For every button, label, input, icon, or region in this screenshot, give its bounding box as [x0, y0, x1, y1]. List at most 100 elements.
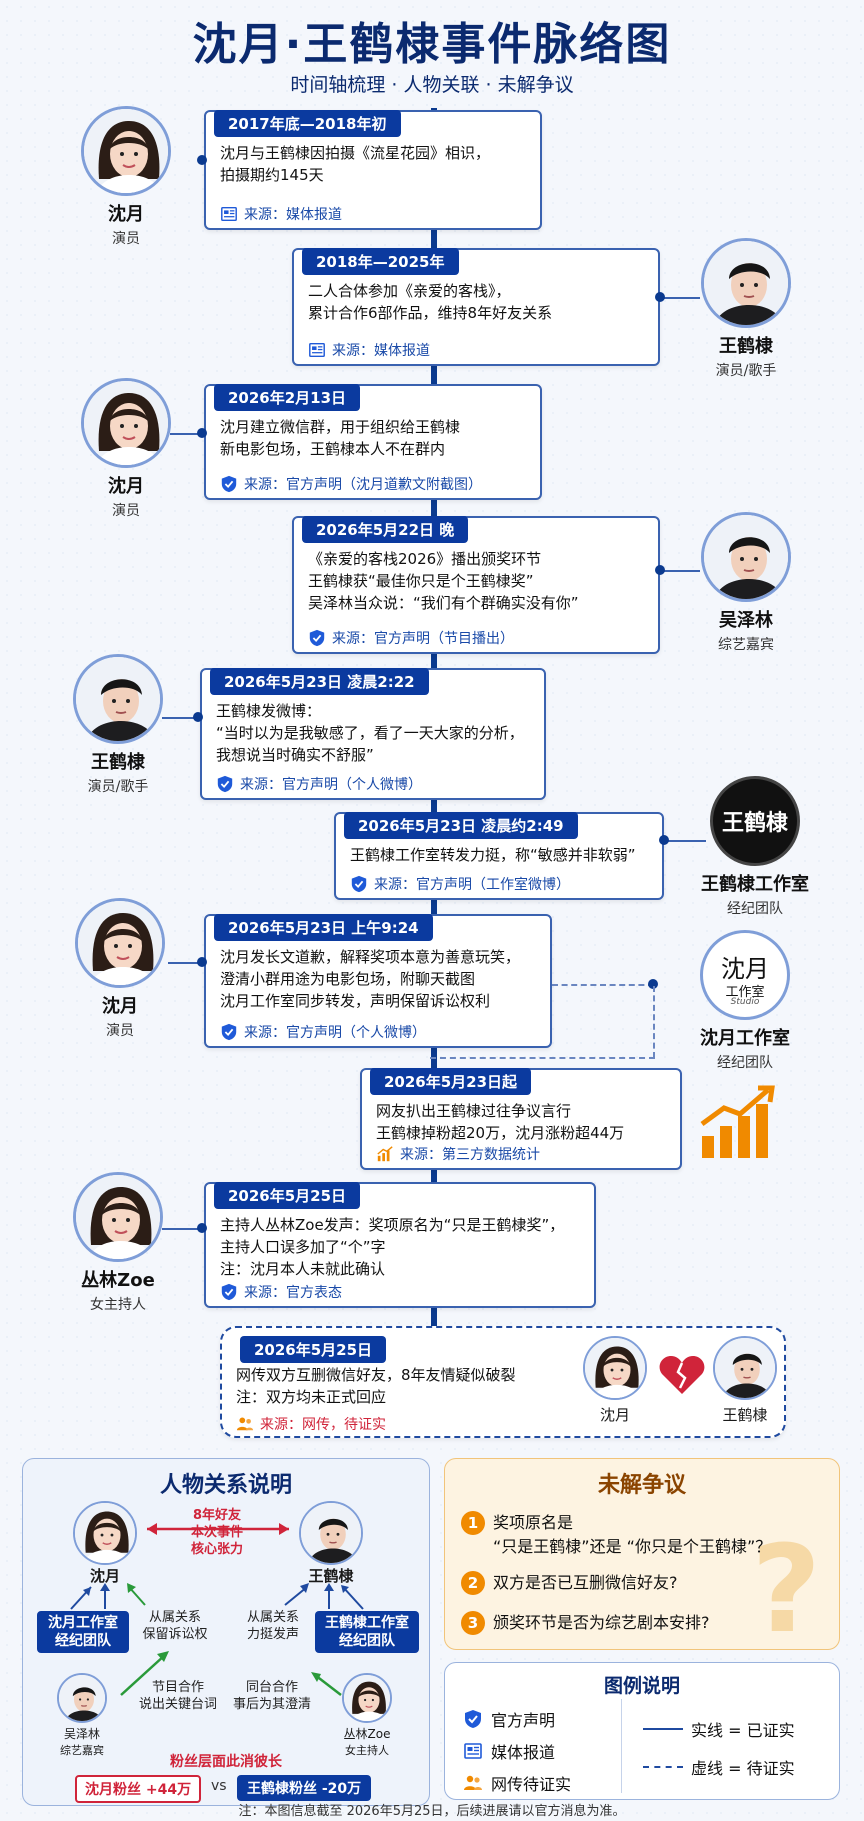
avatar [75, 898, 165, 988]
relations-title: 人物关系说明 [159, 1473, 292, 1498]
fans-gain-badge: 沈月粉丝 +44万 [75, 1775, 202, 1803]
broken-heart-icon [659, 1356, 705, 1394]
shield-check-icon [220, 1283, 238, 1301]
person-shenyue: 沈月 演员 [66, 378, 186, 520]
newspaper-icon [220, 205, 238, 223]
person-name: 丛林Zoe [81, 1270, 155, 1291]
mini-person-wanghedi: 王鹤棣 [710, 1336, 780, 1425]
connector-dot [197, 428, 207, 438]
page-title: 沈月·王鹤棣事件脉络图 [192, 19, 672, 70]
studio-logo: 王鹤棣 [710, 776, 800, 866]
shield-check-icon [216, 775, 234, 793]
event-source: 来源：官方声明（个人微博） [216, 774, 422, 794]
person-name: 沈月 [108, 476, 144, 497]
event-source: 来源：媒体报道 [220, 204, 342, 224]
person-wanghedi: 王鹤棣 演员/歌手 [58, 654, 178, 796]
connector-dot [197, 1223, 207, 1233]
bar-chart-icon [376, 1145, 394, 1163]
event-source: 来源：第三方数据统计 [376, 1144, 540, 1164]
event-date: 2026年5月23日起 [370, 1068, 532, 1095]
person-role: 演员 [106, 1023, 134, 1039]
event-date: 2026年5月22日 晚 [302, 516, 469, 543]
event-date: 2018年—2025年 [302, 248, 459, 275]
legend-title: 图例说明 [603, 1675, 680, 1697]
event-text: 王鹤棣发微博： “当时以为是我敏感了，看了一天大家的分析， 我想说当时确实不舒服… [216, 702, 524, 764]
event-source: 来源：官方表态 [220, 1282, 342, 1302]
event-card-5: 2026年5月23日 凌晨2:22 王鹤棣发微博： “当时以为是我敏感了，看了一… [200, 668, 546, 800]
event-card-9: 2026年5月25日 主持人丛林Zoe发声：奖项原名为“只是王鹤棣奖”， 主持人… [204, 1182, 596, 1308]
connector-line [170, 433, 204, 435]
person-conglin: 丛林Zoe 女主持人 [58, 1172, 178, 1314]
connector-dot [197, 155, 207, 165]
dashed-line-sample [643, 1766, 683, 1768]
person-role: 女主持人 [345, 1744, 389, 1757]
person-whd-studio: 王鹤棣 王鹤棣工作室 经纪团队 [690, 776, 820, 918]
connector-line [162, 717, 200, 719]
event-source: 来源：网传，待证实 [236, 1414, 386, 1434]
person-role: 演员 [112, 503, 140, 519]
disputes-title: 未解争议 [597, 1473, 686, 1498]
shield-check-icon [220, 1023, 238, 1041]
event-date: 2026年5月23日 凌晨2:22 [210, 668, 429, 695]
avatar [81, 378, 171, 468]
avatar [583, 1336, 647, 1400]
people-icon [463, 1773, 483, 1793]
event-text: 沈月建立微信群，用于组织给王鹤棣 新电影包场，王鹤棣本人不在群内 [220, 418, 461, 458]
relations-panel: 人物关系说明 沈月 王鹤棣 8年好友 本次事件 核心张力 沈月工作室 经纪团队 … [22, 1458, 430, 1806]
connector-line [660, 297, 700, 299]
legend-dashed: 虚线 = 待证实 [643, 1755, 795, 1779]
person-role: 综艺嘉宾 [718, 637, 774, 653]
event-card-4: 2026年5月22日 晚 《亲爱的客栈2026》播出颁奖环节 王鹤棣获“最佳你只… [292, 516, 660, 654]
people-icon [236, 1415, 254, 1433]
person-role: 女主持人 [90, 1297, 146, 1313]
event-card-1: 2017年底—2018年初 沈月与王鹤棣因拍摄《流星花园》相识， 拍摄期约145… [204, 110, 542, 230]
connector-dot [193, 712, 203, 722]
person-name: 沈月 [102, 996, 138, 1017]
mini-person-shenyue: 沈月 [580, 1336, 650, 1425]
rel-person-shenyue: 沈月 [69, 1501, 141, 1586]
person-name: 王鹤棣 [719, 336, 773, 357]
legend-solid: 实线 = 已证实 [643, 1717, 795, 1741]
connector-dashed [552, 984, 654, 986]
sy-studio-box: 沈月工作室 经纪团队 [37, 1611, 129, 1653]
connector-dashed [430, 1057, 655, 1059]
newspaper-icon [463, 1741, 483, 1761]
rel-person-wanghedi: 王鹤棣 [291, 1501, 371, 1586]
event-source: 来源：官方声明（个人微博） [220, 1022, 426, 1042]
event-text: 王鹤棣工作室转发力挺，称“敏感并非软弱” [350, 846, 636, 864]
avatar [73, 1172, 163, 1262]
event-date: 2017年底—2018年初 [214, 110, 401, 137]
connector-line [162, 1228, 204, 1230]
event-text: 沈月与王鹤棣因拍摄《流星花园》相识， 拍摄期约145天 [220, 144, 491, 184]
person-name: 王鹤棣工作室 [701, 874, 809, 895]
legend-rumor: 网传待证实 [463, 1771, 571, 1795]
shield-check-icon [220, 475, 238, 493]
person-role: 综艺嘉宾 [60, 1744, 104, 1757]
fans-title: 粉丝层面此消彼长 [170, 1754, 282, 1770]
connector-dot [197, 957, 207, 967]
person-shenyue: 沈月 演员 [66, 106, 186, 248]
event-card-2: 2018年—2025年 二人合体参加《亲爱的客栈》， 累计合作6部作品，维持8年… [292, 248, 660, 366]
person-role: 经纪团队 [727, 901, 783, 917]
person-name: 吴泽林 [63, 1727, 100, 1741]
connector-dot [648, 979, 658, 989]
avatar [81, 106, 171, 196]
event-source: 来源：官方声明（沈月道歉文附截图） [220, 474, 482, 494]
shield-check-icon [308, 629, 326, 647]
event-date: 2026年5月25日 [240, 1336, 387, 1363]
person-name: 丛林Zoe [343, 1727, 391, 1741]
double-arrow [147, 1523, 289, 1535]
avatar [299, 1501, 363, 1565]
event-date: 2026年5月23日 凌晨约2:49 [344, 812, 578, 839]
event-source: 来源：官方声明（工作室微博） [350, 874, 570, 894]
connector-line [168, 962, 204, 964]
event-source: 来源：官方声明（节目播出） [308, 628, 514, 648]
event-card-6: 2026年5月23日 凌晨约2:49 王鹤棣工作室转发力挺，称“敏感并非软弱” … [334, 812, 664, 900]
shield-check-icon [350, 875, 368, 893]
avatar [73, 1501, 137, 1565]
person-role: 经纪团队 [717, 1055, 773, 1071]
event-date: 2026年5月25日 [214, 1182, 361, 1209]
avatar [342, 1673, 392, 1723]
